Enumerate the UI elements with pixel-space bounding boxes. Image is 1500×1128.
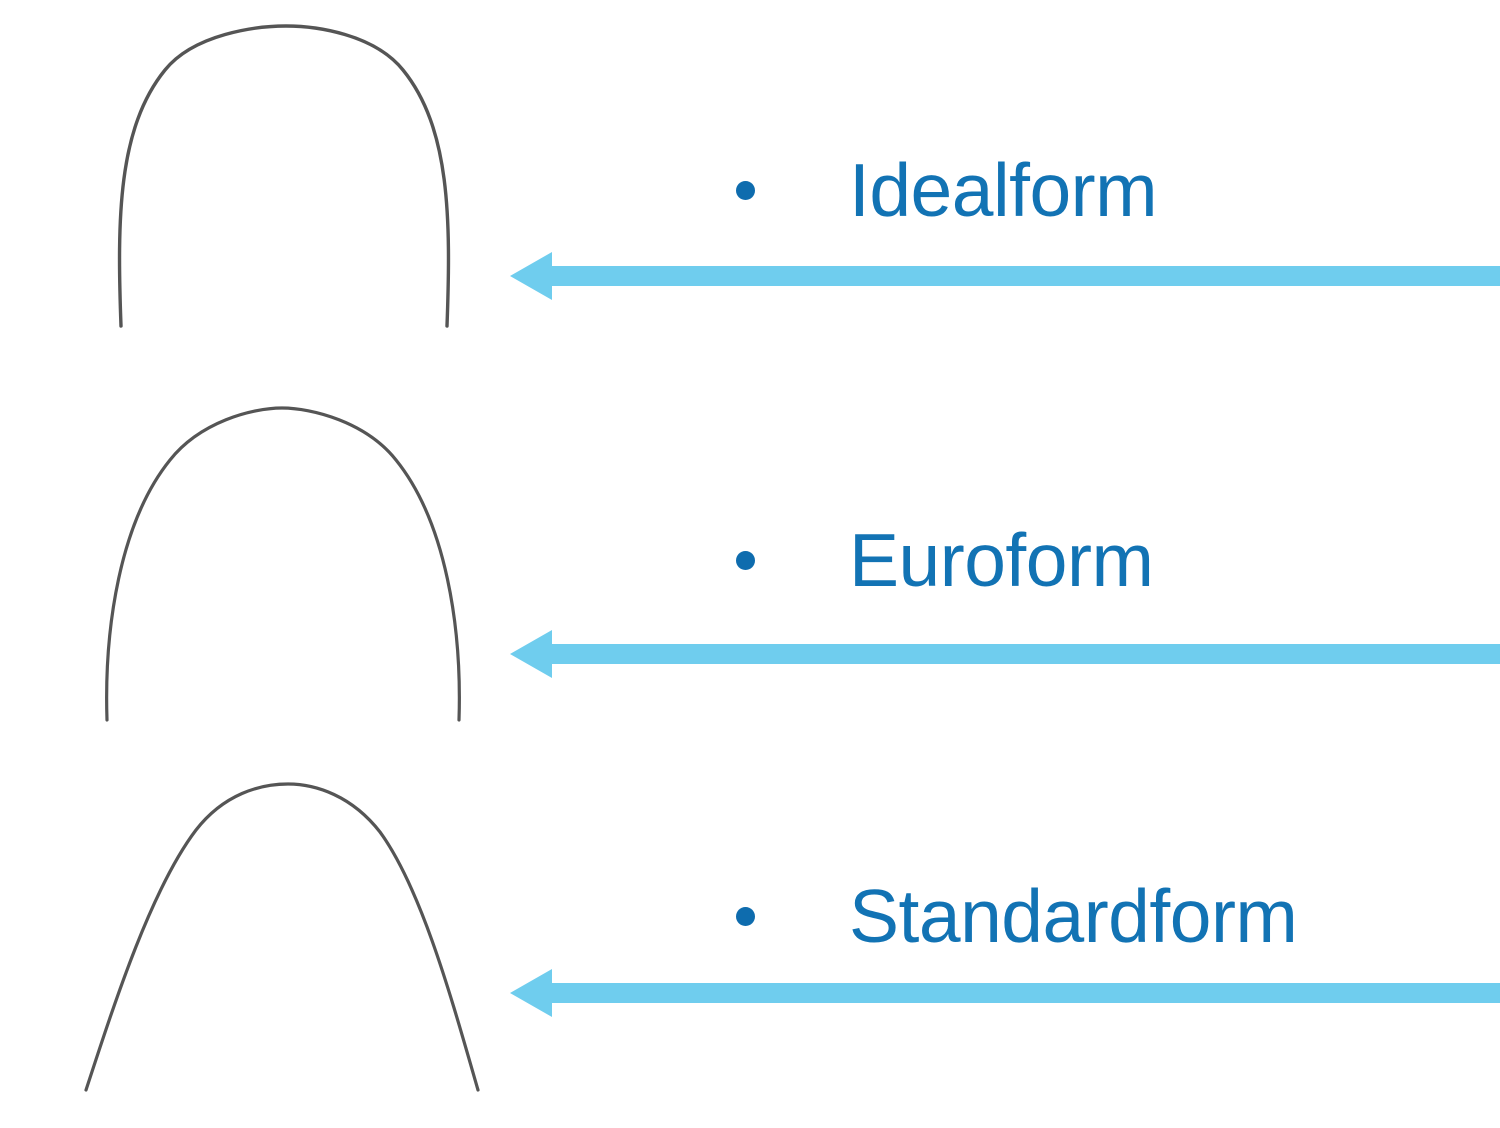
arrow-left-standardform	[508, 965, 1500, 1021]
bullet-dot-icon	[736, 550, 755, 570]
dental-arch-standardform	[60, 768, 500, 1128]
bullet-dot-icon	[736, 180, 755, 200]
list-item-euroform: Euroform	[736, 512, 1154, 608]
bullet-dot-icon	[736, 906, 755, 926]
list-item-label: Euroform	[849, 517, 1154, 602]
list-item-label: Idealform	[849, 147, 1158, 232]
list-item-label: Standardform	[849, 873, 1298, 958]
dental-arch-idealform	[60, 8, 500, 368]
dental-arch-euroform	[60, 392, 500, 752]
list-item-idealform: Idealform	[736, 142, 1158, 238]
arrow-left-idealform	[508, 248, 1500, 304]
list-item-standardform: Standardform	[736, 868, 1298, 964]
arrow-left-euroform	[508, 626, 1500, 682]
